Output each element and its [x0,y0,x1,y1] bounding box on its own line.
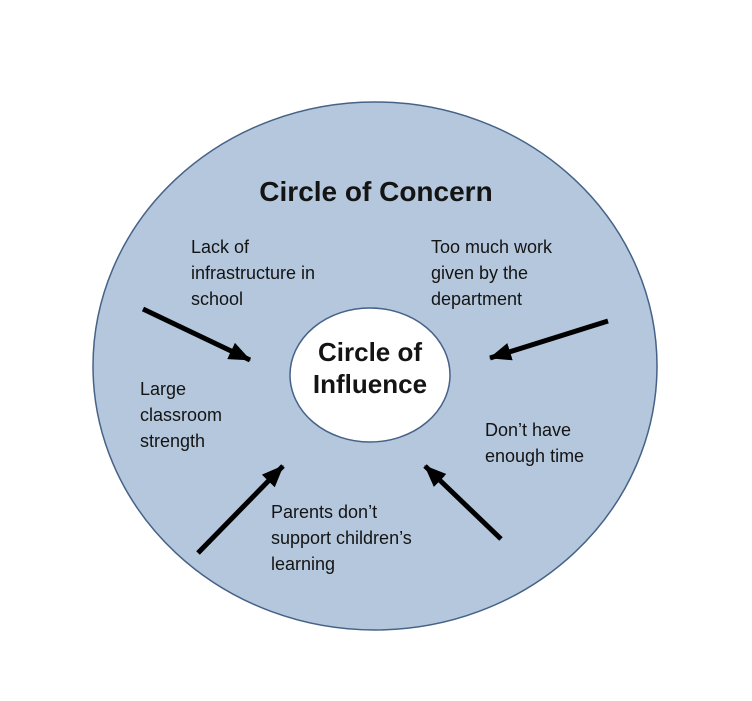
circle-of-influence-label: Circle of Influence [312,337,428,399]
concern-label-infrastructure: Lack of infrastructure in school [191,237,316,309]
concern-label-not-enough-time: Don’t have enough time [485,420,585,466]
circle-of-concern-title: Circle of Concern [259,176,493,207]
arrow-parents-to-center [196,464,285,555]
concern-label-workload: Too much work given by the department [431,237,553,309]
arrow-time-to-center [423,464,503,541]
concern-label-parents-support: Parents don’t support children’s learnin… [271,502,412,574]
arrow-workload-to-center [489,318,609,361]
arrow-infrastructure-to-center [141,306,252,363]
circle-of-influence-shape [289,307,451,443]
concern-label-classroom-strength: Large classroom strength [140,379,223,451]
